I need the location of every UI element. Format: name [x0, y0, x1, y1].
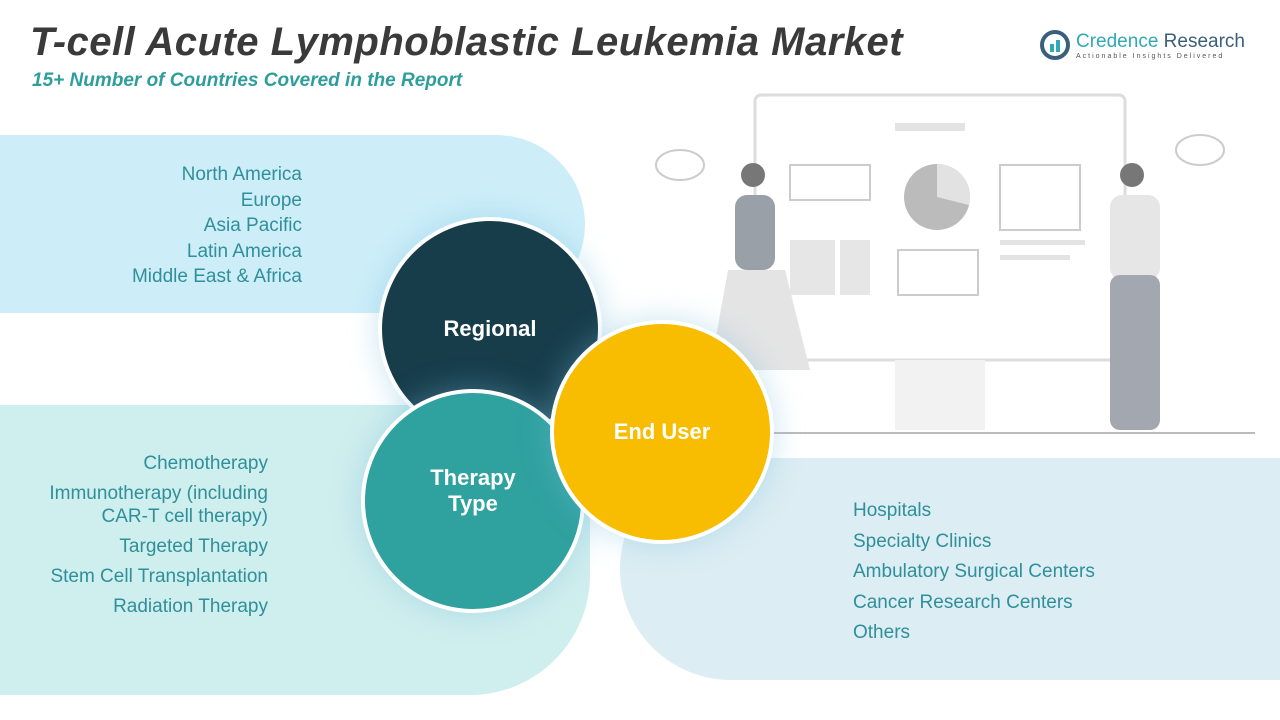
end-user-item: Others — [853, 622, 911, 643]
page-subtitle: 15+ Number of Countries Covered in the R… — [32, 70, 463, 91]
end-user-item: Specialty Clinics — [853, 530, 992, 552]
therapy-item: Radiation Therapy — [113, 596, 268, 617]
logo-tagline: Actionable Insights Delivered — [1076, 52, 1225, 60]
therapy-item: Stem Cell Transplantation — [50, 566, 268, 587]
regional-item: Middle East & Africa — [131, 266, 302, 287]
therapy-label-2: Type — [448, 491, 498, 516]
regional-item: Latin America — [186, 240, 302, 262]
logo-name-2: Research — [1163, 30, 1245, 52]
end-user-item: Hospitals — [853, 500, 932, 521]
therapy-item: Targeted Therapy — [119, 536, 268, 557]
regional-item: North America — [181, 164, 302, 185]
end-user-label: End User — [613, 419, 711, 444]
regional-list: North America Europe Asia Pacific Latin … — [132, 162, 302, 290]
credence-logo: Credence Research Actionable Insights De… — [1040, 30, 1245, 60]
logo-name-1: Credence — [1076, 30, 1159, 52]
therapy-label-1: Therapy — [430, 465, 516, 490]
regional-item: Europe — [240, 189, 302, 211]
end-user-item: Ambulatory Surgical Centers — [853, 561, 1095, 582]
end-user-circle: End User — [550, 320, 774, 544]
regional-item: Asia Pacific — [203, 215, 302, 236]
therapy-item: Chemotherapy — [143, 453, 268, 474]
regional-label: Regional — [443, 316, 537, 341]
end-user-list: Hospitals Specialty Clinics Ambulatory S… — [853, 496, 1095, 649]
therapy-list: Chemotherapy Immunotherapy (including CA… — [18, 452, 268, 625]
logo-chart-icon — [1040, 30, 1070, 60]
end-user-item: Cancer Research Centers — [853, 591, 1073, 613]
presentation-illustration — [655, 93, 1255, 434]
page-title: T-cell Acute Lymphoblastic Leukemia Mark… — [30, 20, 904, 64]
therapy-item: Immunotherapy (including CAR-T cell ther… — [49, 483, 268, 527]
